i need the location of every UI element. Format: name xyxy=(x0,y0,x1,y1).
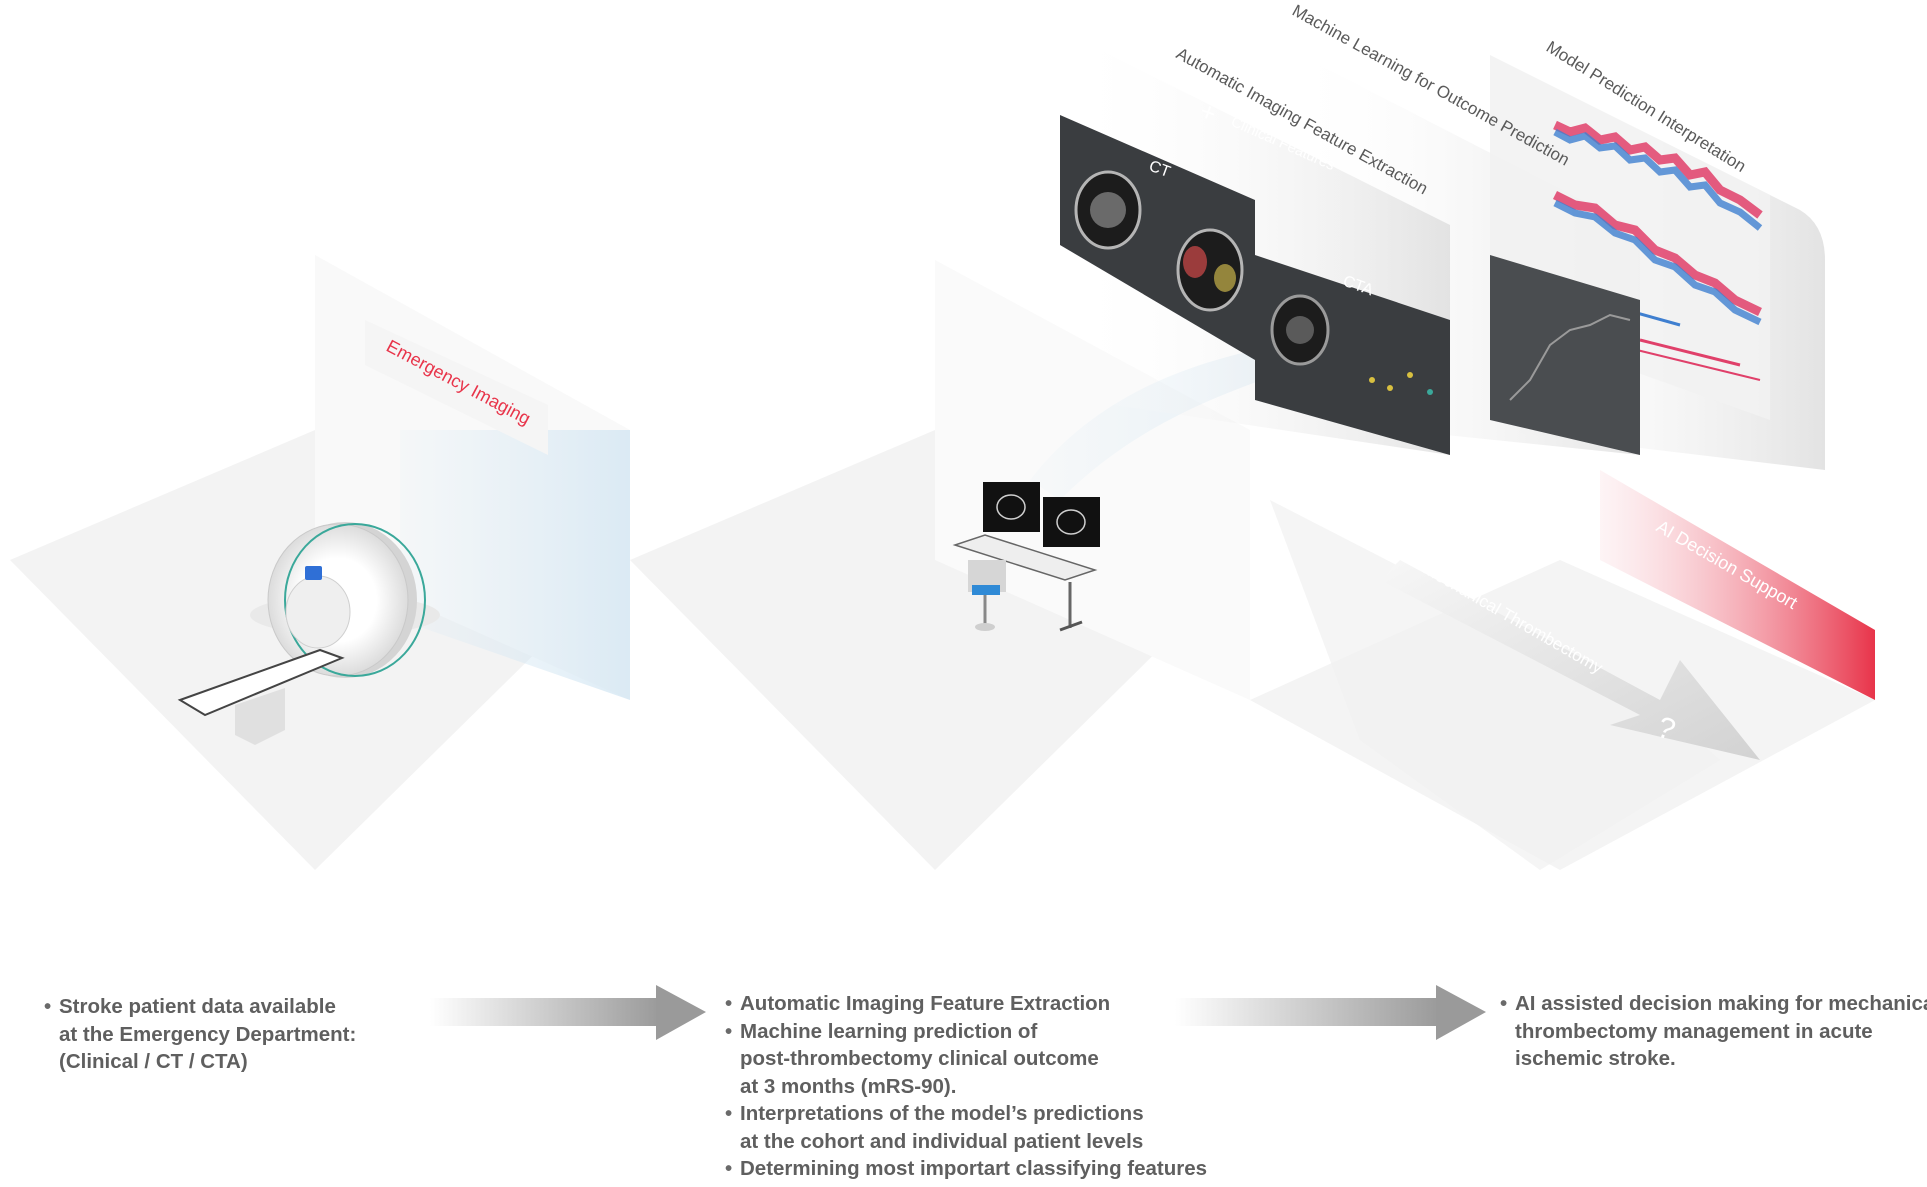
workstation-icon xyxy=(952,482,1100,632)
caption-line: Machine learning prediction of xyxy=(740,1019,1038,1043)
ml-plot-screen xyxy=(1490,255,1640,455)
stage-2-bullet: Automatic Imaging Feature Extraction xyxy=(725,990,1207,1018)
flow-arrow-2 xyxy=(1175,985,1486,1040)
stage-2-bullet: Interpretations of the model’s predictio… xyxy=(725,1100,1207,1155)
stage-2-bullet: Determining most importart classifying f… xyxy=(725,1155,1207,1183)
stage-2-caption: Automatic Imaging Feature Extraction Mac… xyxy=(725,990,1207,1183)
flow-arrow-1 xyxy=(430,985,706,1040)
caption-line: Determining most importart classifying f… xyxy=(740,1157,1208,1180)
caption-line: at the cohort and individual patient lev… xyxy=(740,1129,1144,1153)
decision-room: AI Decision Support Mechanical Thrombect… xyxy=(1250,470,1875,870)
caption-line: (Clinical / CT / CTA) xyxy=(59,1050,248,1073)
ct-label: CT xyxy=(1147,158,1173,181)
cta-screen: CTA xyxy=(1255,255,1450,455)
software-panels: CTA CT + Clinical Features Automatic Ima… xyxy=(1060,1,1825,470)
emergency-room: Emergency Imaging xyxy=(10,255,630,870)
stage-3-bullet: AI assisted decision making for mechanic… xyxy=(1500,990,1927,1073)
caption-line: Automatic Imaging Feature Extraction xyxy=(740,992,1111,1015)
stage-3-caption: AI assisted decision making for mechanic… xyxy=(1500,990,1927,1073)
ct-scanner-icon xyxy=(177,522,440,745)
caption-line: thrombectomy management in acute xyxy=(1515,1019,1873,1043)
stage-1-bullet: Stroke patient data available at the Eme… xyxy=(44,993,356,1076)
ct-screen: CT xyxy=(1060,115,1255,360)
stage-2-bullet: Machine learning prediction of post-thro… xyxy=(725,1018,1207,1101)
stage-1-caption: Stroke patient data available at the Eme… xyxy=(44,993,356,1076)
caption-line: post-thrombectomy clinical outcome xyxy=(740,1047,1099,1070)
caption-line: Interpretations of the model’s predictio… xyxy=(740,1102,1144,1125)
caption-line: ischemic stroke. xyxy=(1515,1047,1676,1070)
caption-line: at 3 months (mRS-90). xyxy=(740,1074,957,1098)
caption-line: at the Emergency Department: xyxy=(59,1022,357,1046)
caption-line: AI assisted decision making for mechanic… xyxy=(1515,992,1927,1015)
caption-line: Stroke patient data available xyxy=(59,995,336,1018)
